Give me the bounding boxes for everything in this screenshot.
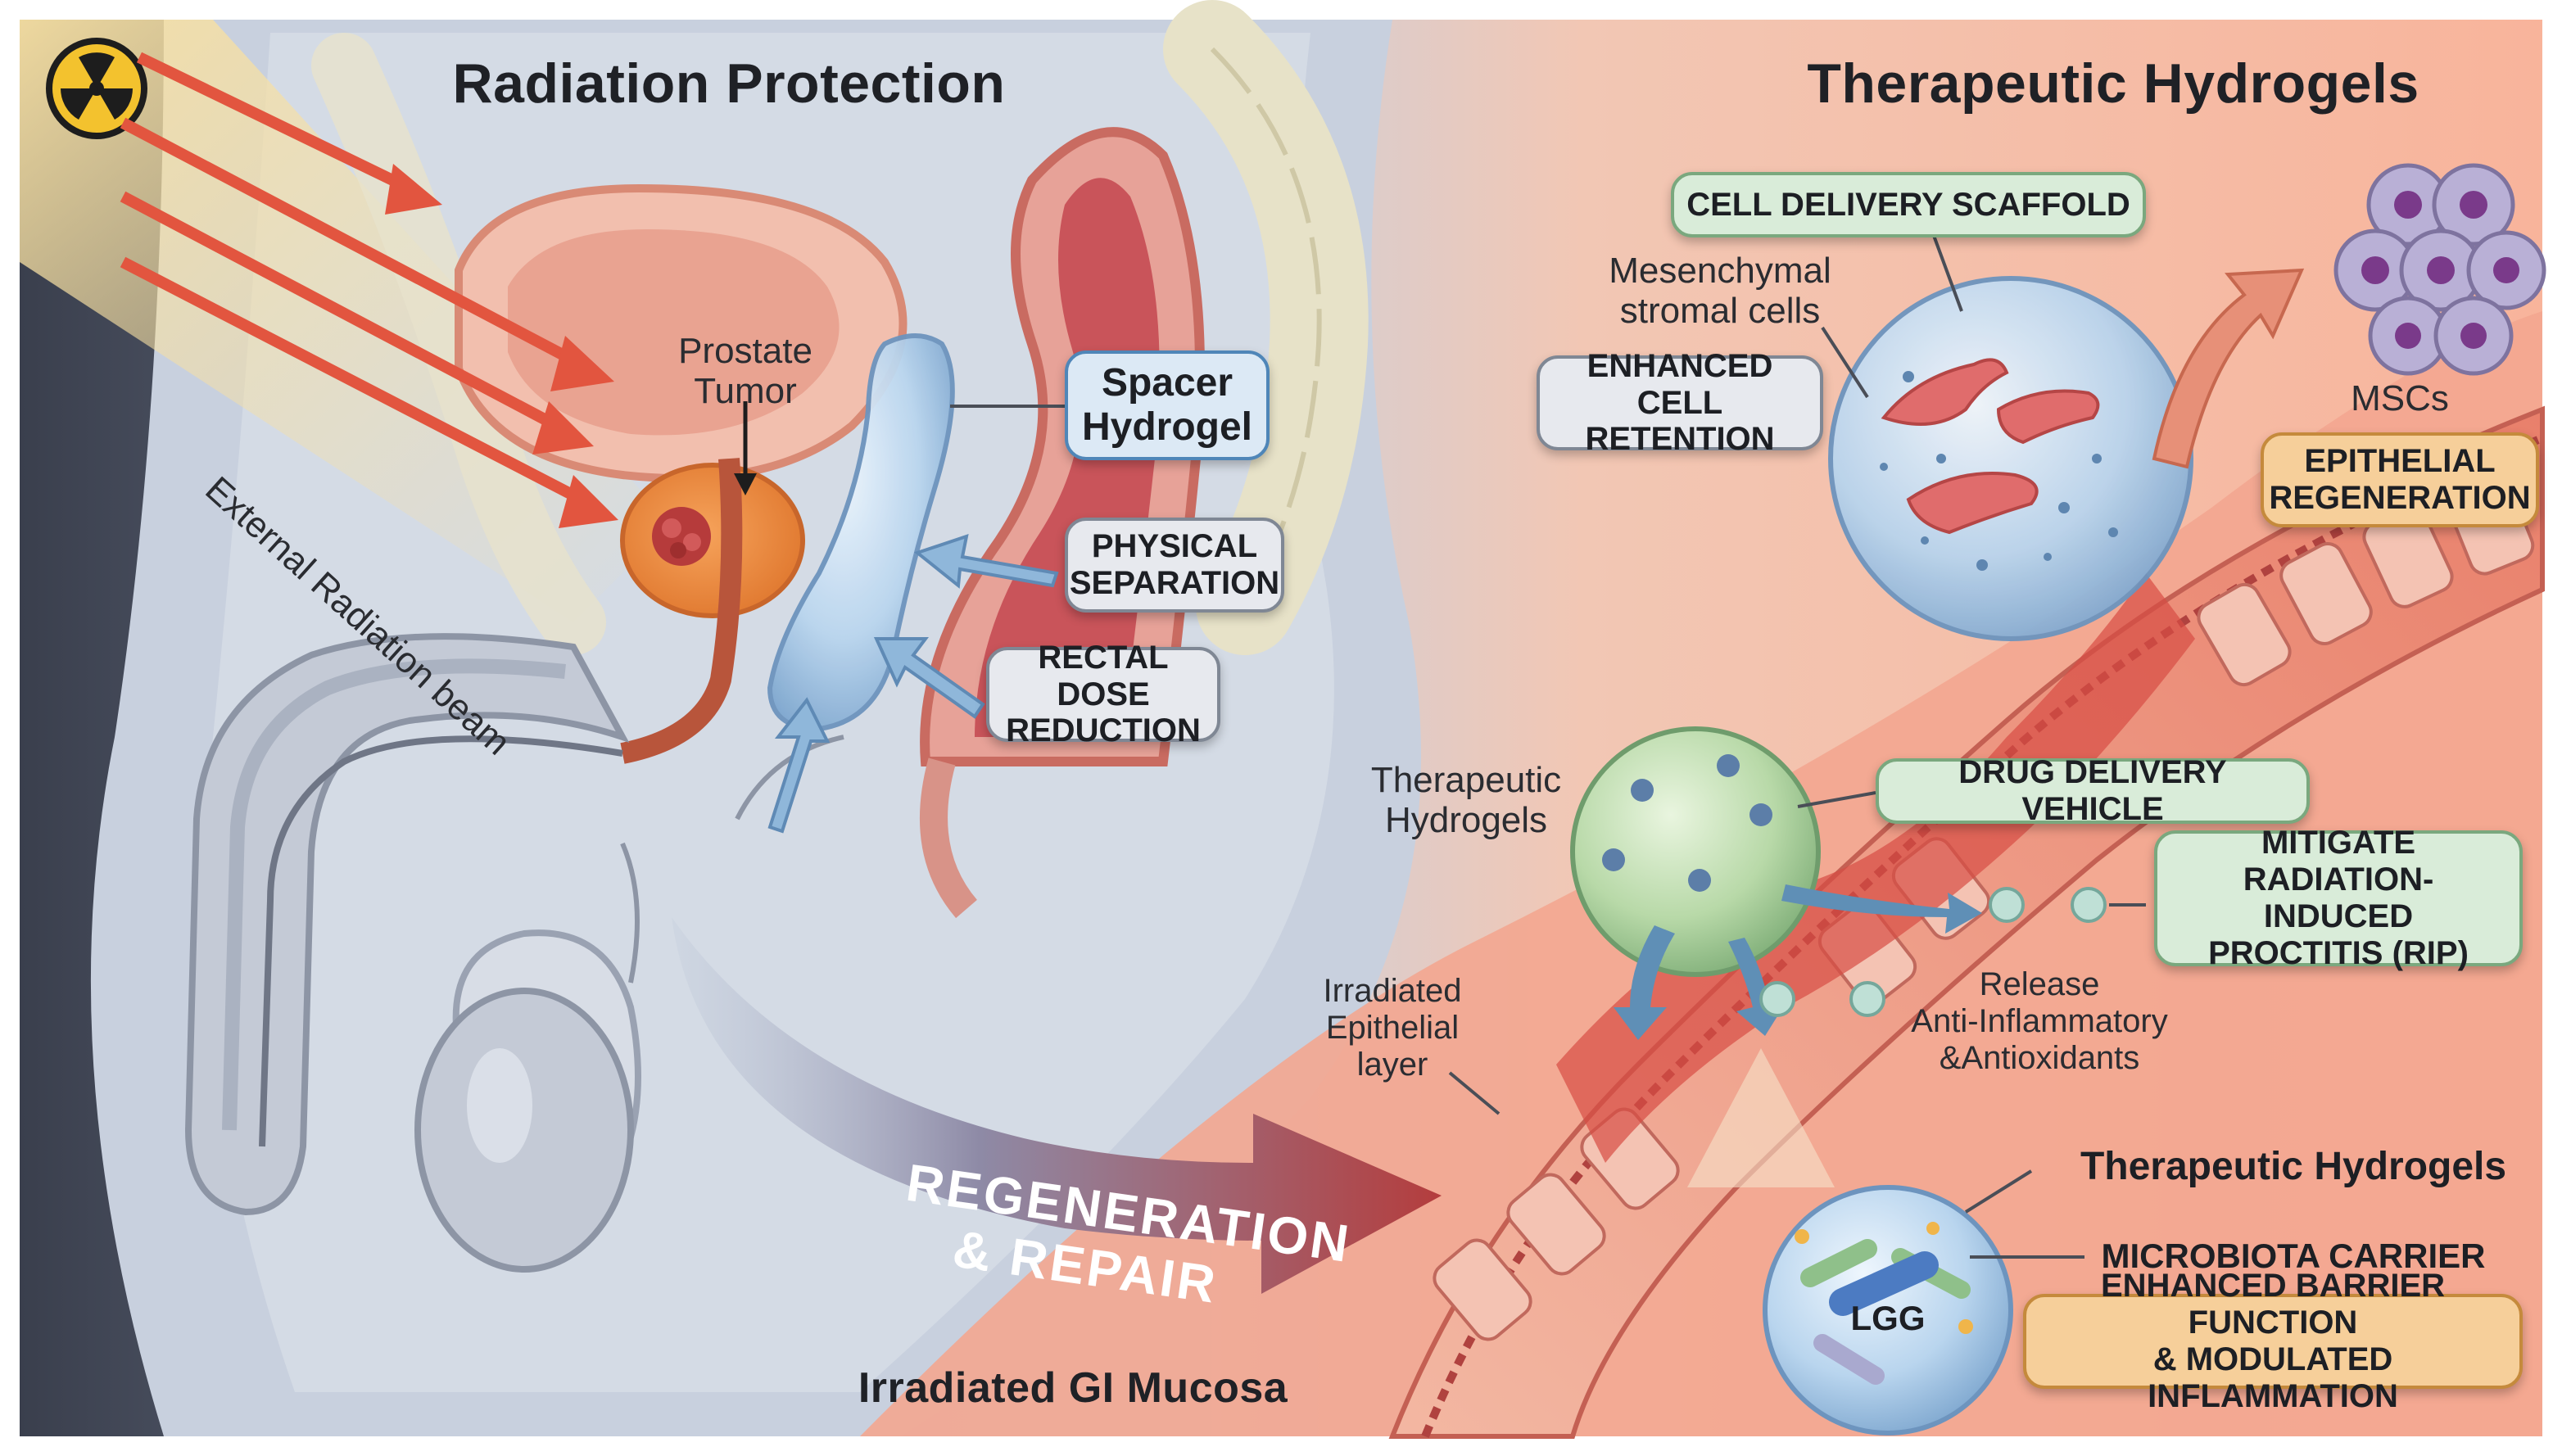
mesenchymal-label: Mesenchymal stromal cells <box>1609 251 1831 332</box>
physical-separation-tag: PHYSICAL SEPARATION <box>1065 518 1284 613</box>
spacer-hydrogel-tag: Spacer Hydrogel <box>1065 350 1270 460</box>
microbiota-carrier-label: MICROBIOTA CARRIER <box>2101 1237 2486 1275</box>
lgg-label: LGG <box>1850 1299 1926 1337</box>
cell-delivery-scaffold-tag: CELL DELIVERY SCAFFOLD <box>1671 172 2146 237</box>
title-radiation-protection: Radiation Protection <box>452 52 1006 115</box>
epithelial-regeneration-tag: EPITHELIAL REGENERATION <box>2261 432 2539 527</box>
enhanced-barrier-tag: ENHANCED BARRIER FUNCTION & MODULATED IN… <box>2023 1268 2523 1414</box>
therapeutic-hydrogels-label: Therapeutic Hydrogels <box>1370 760 1562 841</box>
prostate-tumor-label: Prostate Tumor <box>678 331 813 412</box>
therapeutic-hydrogels-bold-label: Therapeutic Hydrogels <box>2080 1145 2507 1188</box>
drug-delivery-vehicle-tag: DRUG DELIVERY VEHICLE <box>1876 754 2310 827</box>
irradiated-gi-mucosa-label: Irradiated GI Mucosa <box>858 1364 1288 1412</box>
rectal-dose-reduction-tag: RECTAL DOSE REDUCTION <box>986 640 1220 748</box>
mscs-label: MSCs <box>2351 378 2449 418</box>
title-therapeutic-hydrogels: Therapeutic Hydrogels <box>1807 52 2419 115</box>
release-label: Release Anti-Inflammatory &Antioxidants <box>1911 966 2168 1076</box>
irradiated-epithelial-layer-label: Irradiated Epithelial layer <box>1323 973 1462 1083</box>
enhanced-cell-retention-tag: ENHANCED CELL RETENTION <box>1537 348 1823 457</box>
mitigate-rip-tag: MITIGATE RADIATION-INDUCED PROCTITIS (RI… <box>2154 825 2523 971</box>
